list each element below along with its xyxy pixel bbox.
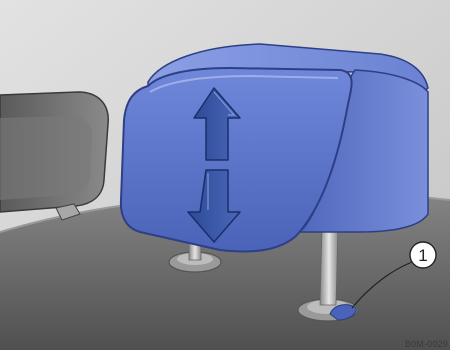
- figure-code: B0M-0029: [405, 339, 448, 349]
- callout-number: 1: [418, 246, 427, 265]
- support-rod-right: [320, 226, 338, 305]
